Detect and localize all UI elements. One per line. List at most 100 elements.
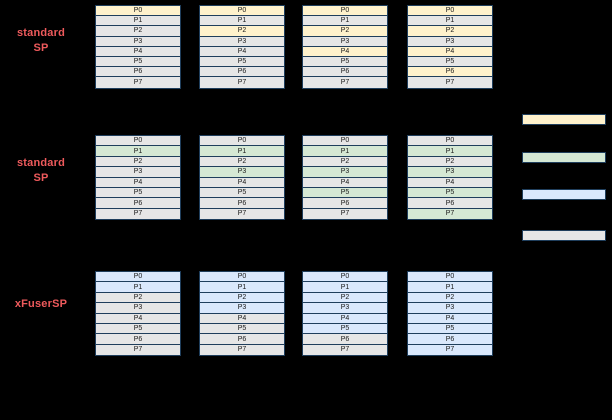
partition-row: P1 — [96, 282, 180, 293]
partition-row: P3 — [200, 303, 284, 314]
partition-row: P5 — [200, 187, 284, 199]
partition-row: P7 — [408, 77, 492, 88]
group-label-line: SP — [33, 42, 49, 54]
partition-row: P4 — [96, 46, 180, 57]
partition-row: P4 — [303, 46, 387, 57]
partition-row: P4 — [200, 313, 284, 324]
partition-row: P3 — [96, 36, 180, 47]
partition-row: P5 — [96, 187, 180, 199]
partition-row: P5 — [408, 323, 492, 335]
partition-row: P7 — [200, 344, 284, 356]
legend-swatch-blue — [522, 189, 606, 200]
partition-row: P6 — [200, 198, 284, 209]
partition-row: P0 — [303, 272, 387, 283]
group-label: xFuserSP — [0, 297, 82, 312]
partition-row: P6 — [303, 198, 387, 209]
partition-row: P7 — [303, 344, 387, 356]
partition-row: P6 — [303, 67, 387, 78]
partition-row: P2 — [96, 292, 180, 304]
group-label-line: xFuserSP — [14, 298, 68, 310]
partition-row: P0 — [303, 136, 387, 147]
partition-row: P2 — [96, 156, 180, 168]
partition-row: P1 — [200, 282, 284, 293]
partition-row: P5 — [408, 187, 492, 199]
partition-row: P5 — [96, 56, 180, 68]
partition-row: P2 — [200, 26, 284, 37]
legend-swatch-yellow — [522, 114, 606, 125]
partition-row: P0 — [96, 136, 180, 147]
partition-row: P7 — [408, 208, 492, 220]
partition-row: P7 — [303, 77, 387, 88]
partition-row: P3 — [303, 36, 387, 47]
partition-row: P6 — [200, 334, 284, 345]
partition-row: P6 — [408, 67, 492, 78]
partition-row: P0 — [200, 136, 284, 147]
partition-row: P7 — [96, 344, 180, 356]
partition-row: P3 — [200, 167, 284, 178]
partition-row: P1 — [303, 282, 387, 293]
partition-row: P0 — [96, 272, 180, 283]
partition-row: P7 — [200, 77, 284, 88]
partition-row: P2 — [96, 26, 180, 37]
partition-row: P6 — [200, 67, 284, 78]
partition-row: P0 — [200, 6, 284, 17]
partition-row: P2 — [200, 156, 284, 168]
partition-row: P2 — [408, 156, 492, 168]
partition-row: P1 — [200, 16, 284, 27]
partition-row: P1 — [200, 146, 284, 157]
partition-row: P2 — [303, 26, 387, 37]
partition-row: P4 — [408, 313, 492, 324]
partition-row: P1 — [408, 282, 492, 293]
partition-row: P7 — [200, 208, 284, 220]
partition-row: P6 — [96, 67, 180, 78]
partition-row: P4 — [200, 177, 284, 188]
partition-row: P6 — [408, 198, 492, 209]
partition-row: P6 — [408, 334, 492, 345]
partition-row: P0 — [96, 6, 180, 17]
partition-row: P3 — [408, 36, 492, 47]
partition-row: P3 — [303, 167, 387, 178]
partition-row: P2 — [303, 292, 387, 304]
partition-row: P2 — [408, 26, 492, 37]
partition-row: P7 — [96, 77, 180, 88]
partition-row: P3 — [200, 36, 284, 47]
partition-row: P1 — [96, 146, 180, 157]
partition-row: P7 — [408, 344, 492, 356]
partition-row: P4 — [303, 313, 387, 324]
partition-row: P5 — [96, 323, 180, 335]
partition-row: P7 — [96, 208, 180, 220]
partition-row: P3 — [96, 167, 180, 178]
partition-row: P0 — [408, 6, 492, 17]
legend-swatch-gray — [522, 230, 606, 241]
partition-row: P1 — [408, 16, 492, 27]
partition-row: P5 — [200, 56, 284, 68]
partition-row: P1 — [408, 146, 492, 157]
partition-row: P2 — [408, 292, 492, 304]
partition-row: P4 — [408, 46, 492, 57]
partition-row: P3 — [408, 167, 492, 178]
partition-row: P1 — [303, 146, 387, 157]
partition-row: P5 — [200, 323, 284, 335]
legend-swatch-green — [522, 152, 606, 163]
partition-row: P4 — [408, 177, 492, 188]
partition-row: P5 — [303, 56, 387, 68]
partition-row: P6 — [303, 334, 387, 345]
partition-row: P5 — [408, 56, 492, 68]
partition-row: P7 — [303, 208, 387, 220]
partition-row: P4 — [200, 46, 284, 57]
partition-row: P0 — [408, 272, 492, 283]
partition-row: P1 — [96, 16, 180, 27]
partition-row: P6 — [96, 198, 180, 209]
